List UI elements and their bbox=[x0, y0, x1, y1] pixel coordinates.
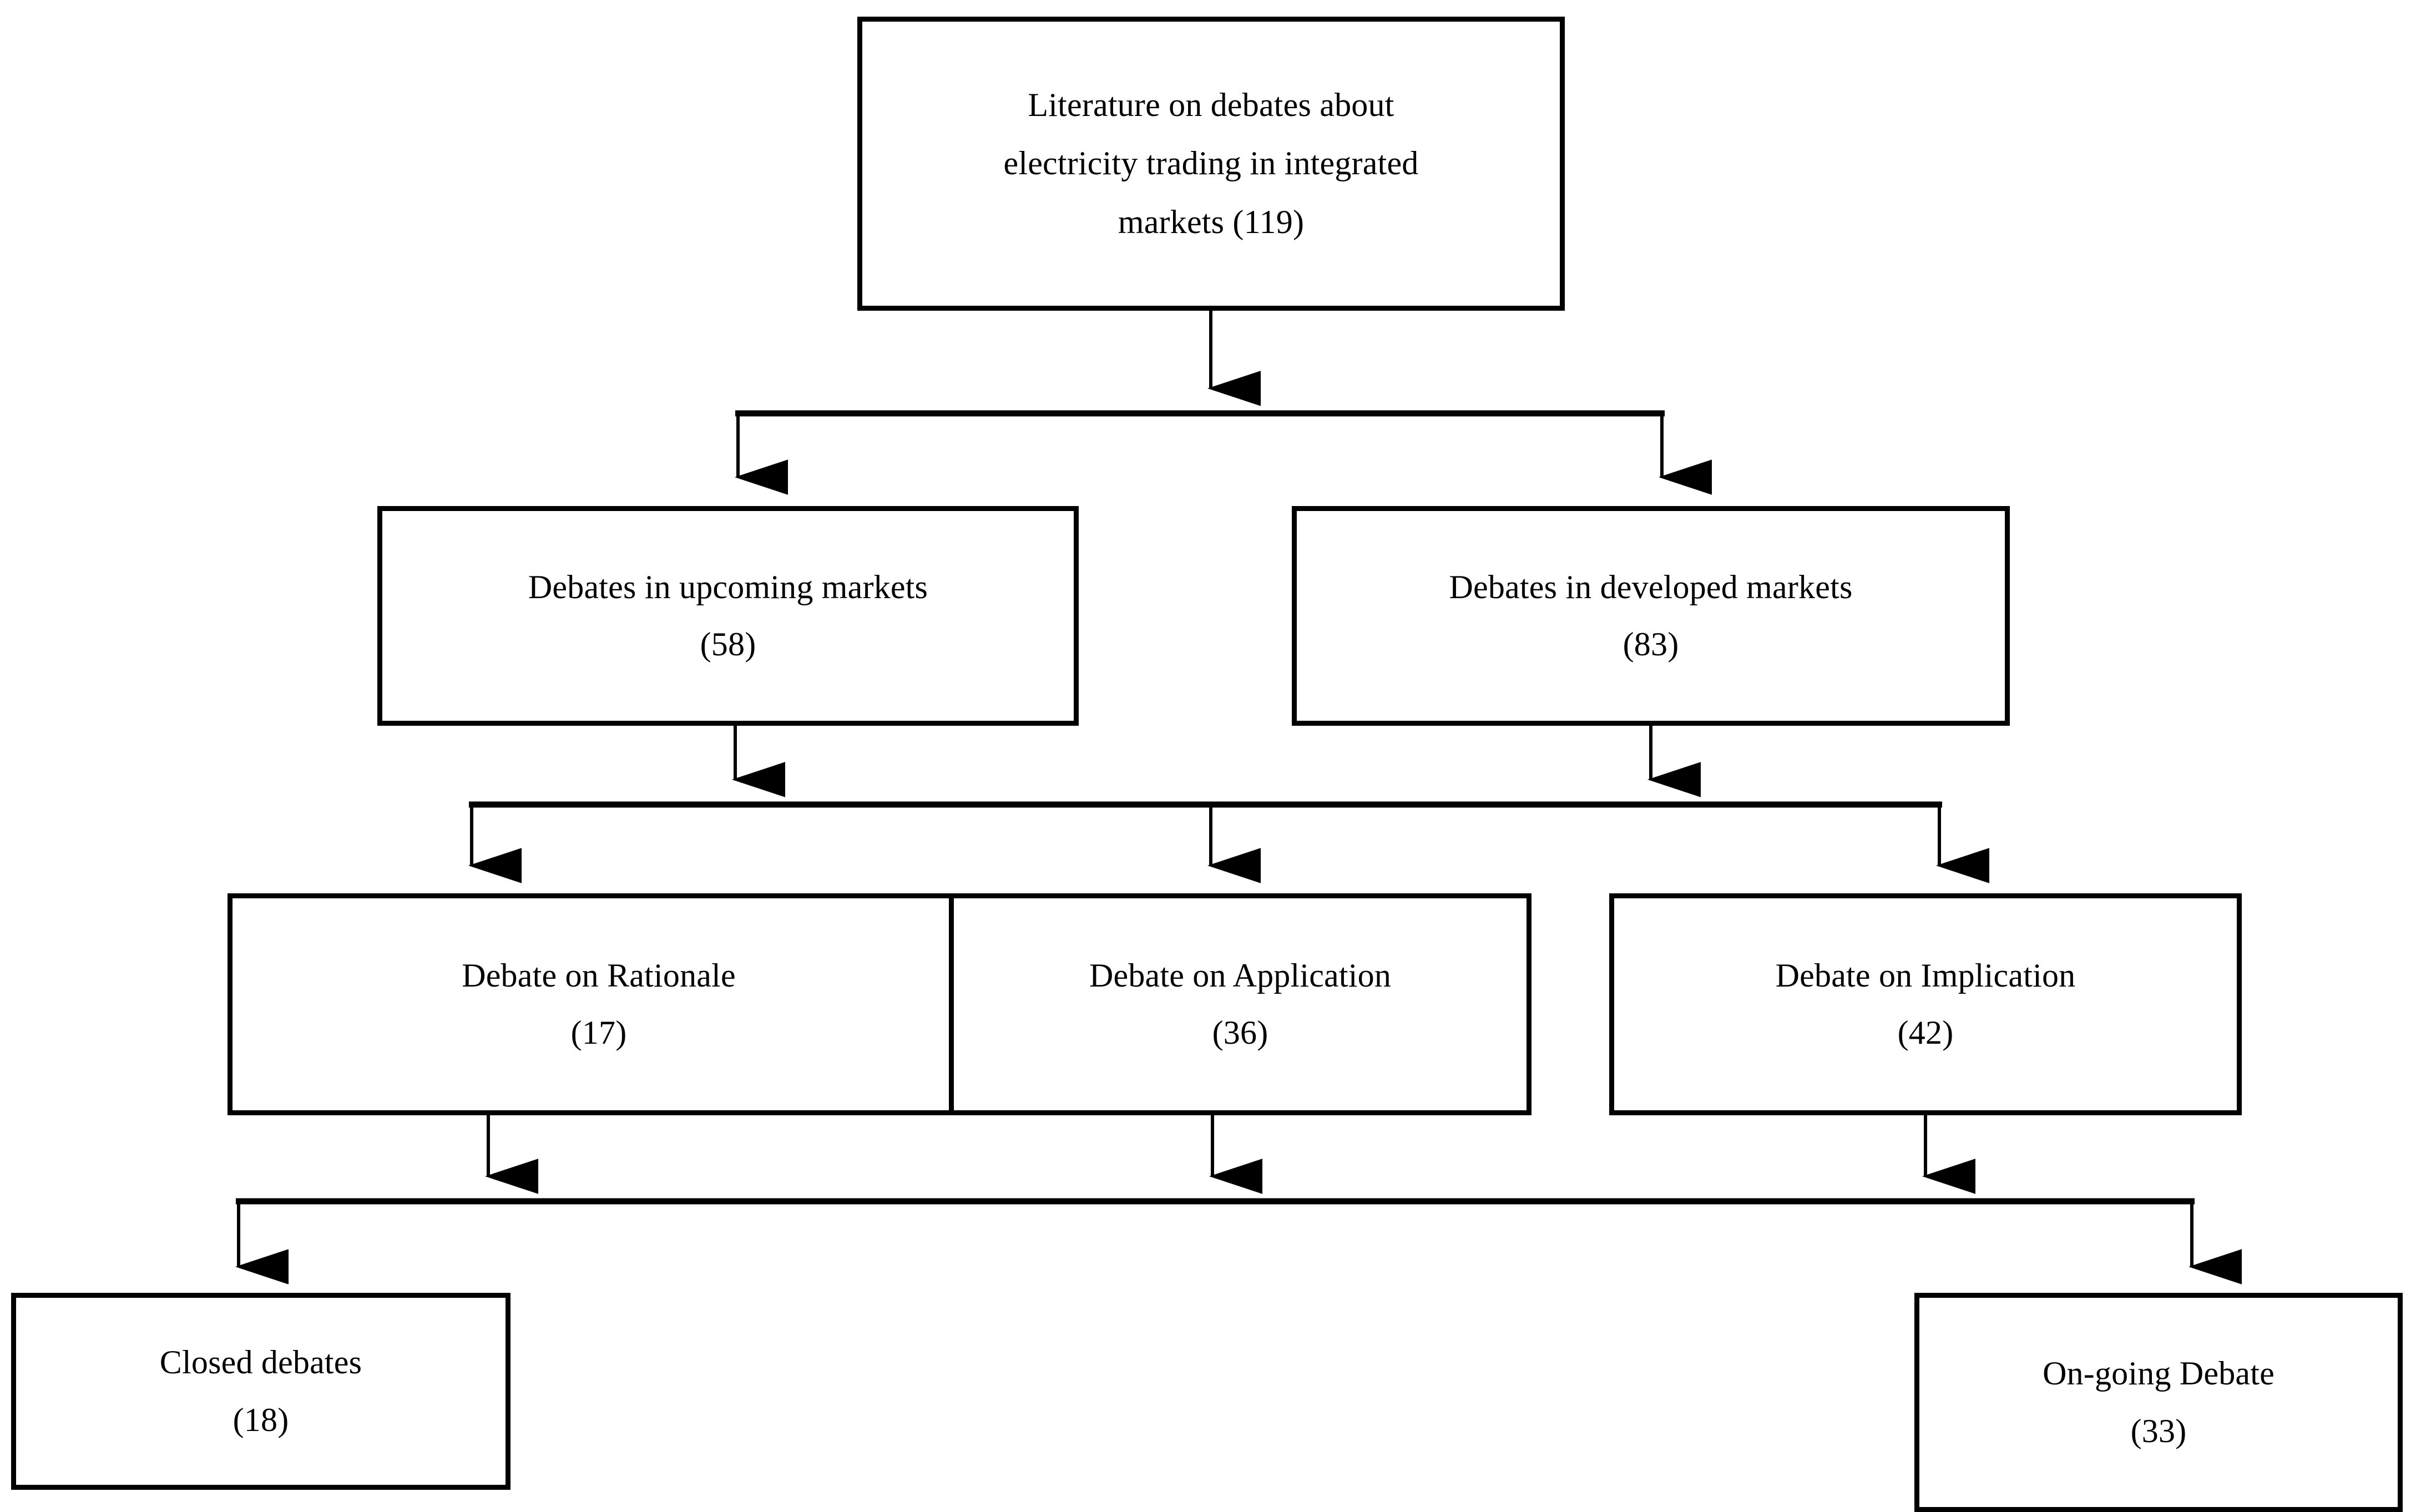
node-developed-label: Debates in developed markets bbox=[1449, 568, 1853, 605]
node-closed-label: Closed debates bbox=[159, 1344, 362, 1381]
node-debates-developed-markets[interactable]: Debates in developed markets (83) bbox=[1292, 506, 2010, 726]
node-ongoing-count: (33) bbox=[2130, 1412, 2187, 1449]
node-implication-label: Debate on Implication bbox=[1775, 957, 2076, 994]
node-application-label: Debate on Application bbox=[1089, 957, 1392, 994]
node-debate-on-implication[interactable]: Debate on Implication (42) bbox=[1609, 893, 2242, 1115]
node-closed-count: (18) bbox=[233, 1401, 289, 1438]
node-root-line-3: markets (119) bbox=[1118, 203, 1305, 240]
node-application-count: (36) bbox=[1212, 1014, 1268, 1051]
node-rationale-count: (17) bbox=[570, 1014, 627, 1051]
node-closed-debates[interactable]: Closed debates (18) bbox=[11, 1293, 511, 1490]
node-upcoming-count: (58) bbox=[700, 626, 756, 663]
node-root-line-2: electricity trading in integrated bbox=[1003, 145, 1419, 182]
node-debates-upcoming-markets[interactable]: Debates in upcoming markets (58) bbox=[377, 506, 1079, 726]
node-ongoing-debate[interactable]: On-going Debate (33) bbox=[1914, 1293, 2403, 1512]
node-developed-count: (83) bbox=[1623, 626, 1679, 663]
node-rationale-label: Debate on Rationale bbox=[462, 957, 736, 994]
node-ongoing-label: On-going Debate bbox=[2043, 1355, 2275, 1392]
node-implication-count: (42) bbox=[1897, 1014, 1954, 1051]
node-literature-root[interactable]: Literature on debates about electricity … bbox=[857, 17, 1565, 311]
node-debate-on-application[interactable]: Debate on Application (36) bbox=[949, 893, 1532, 1115]
node-root-line-1: Literature on debates about bbox=[1028, 86, 1394, 123]
node-upcoming-label: Debates in upcoming markets bbox=[528, 568, 928, 605]
node-debate-on-rationale[interactable]: Debate on Rationale (17) bbox=[228, 893, 970, 1115]
